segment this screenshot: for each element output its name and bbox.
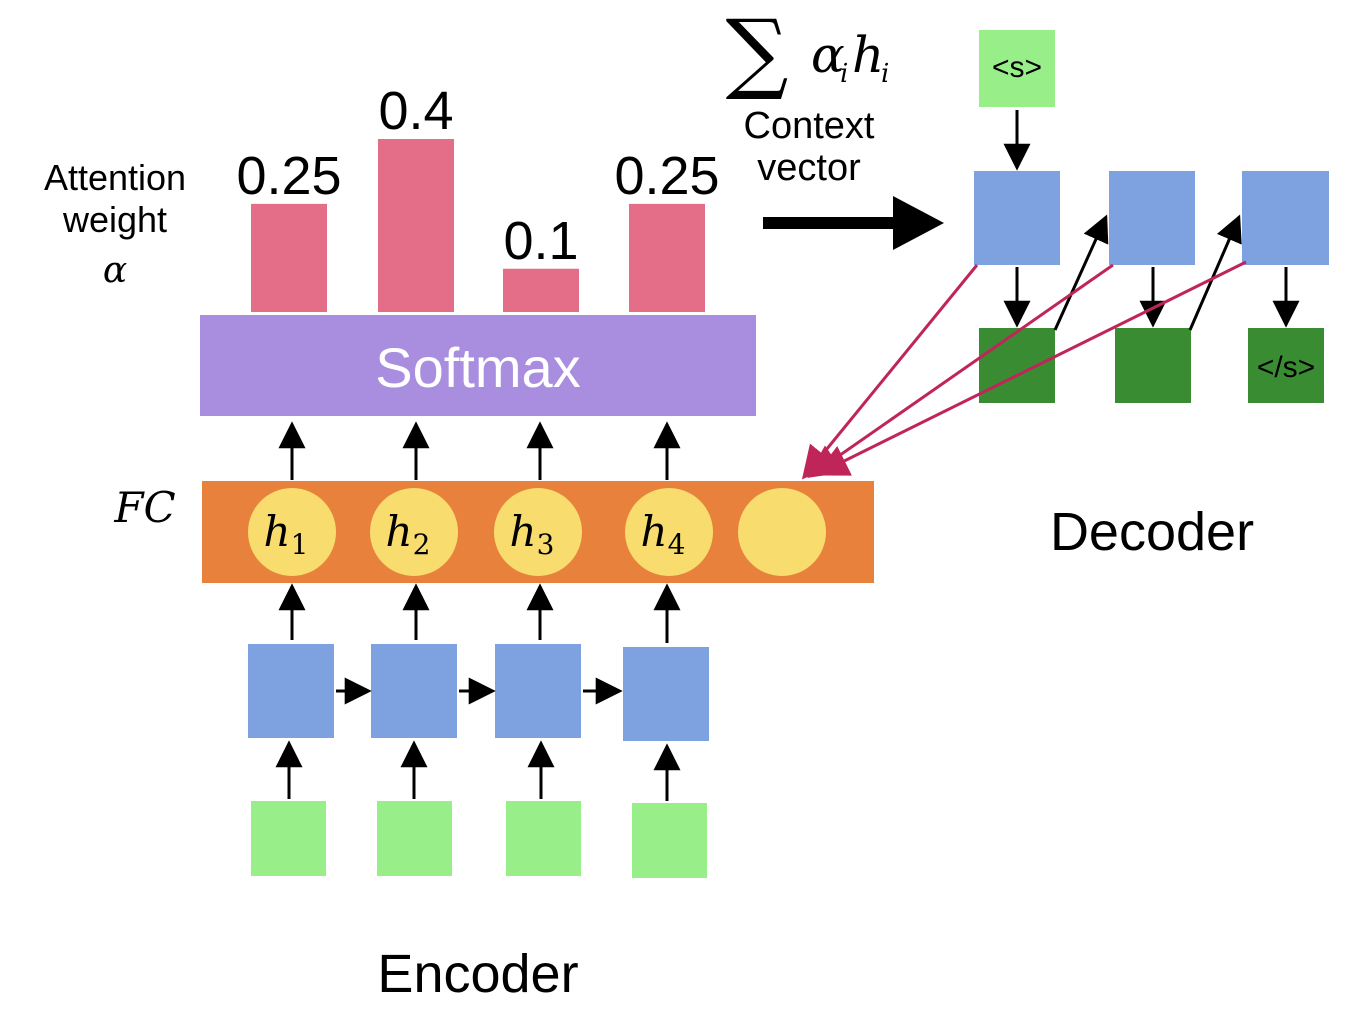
feedback-arrow bbox=[1053, 214, 1109, 331]
alpha-symbol: α bbox=[811, 26, 845, 84]
hidden-state-circle bbox=[738, 488, 826, 576]
h-symbol: h bbox=[852, 26, 884, 84]
decoder-arrows bbox=[1003, 110, 1300, 331]
attention-weight-value: 0.25 bbox=[236, 146, 341, 206]
softmax-label: Softmax bbox=[375, 336, 580, 399]
hidden-state-circle bbox=[248, 488, 336, 576]
sum-symbol: ∑ bbox=[726, 0, 789, 103]
rnn-to-fc-arrows bbox=[278, 583, 681, 643]
decoder-outputs bbox=[979, 328, 1324, 403]
softmax-layer bbox=[200, 315, 756, 416]
attention-label-line2: weight bbox=[62, 199, 167, 240]
hidden-state-label: h1 bbox=[264, 507, 309, 561]
feedback-arrow bbox=[1188, 214, 1242, 331]
decoder-rnn-cells bbox=[974, 171, 1329, 265]
attention-bars: 0.25 0.4 0.1 0.25 bbox=[236, 81, 720, 312]
attention-arrow bbox=[807, 263, 1114, 478]
decoder-title: Decoder bbox=[1050, 502, 1254, 562]
attention-bar bbox=[251, 203, 327, 312]
encoder-title: Encoder bbox=[377, 944, 578, 1004]
decoder-output-token bbox=[1115, 328, 1191, 403]
attention-weight-value: 0.1 bbox=[503, 211, 578, 271]
decoder-start-token-label: <s> bbox=[992, 51, 1042, 84]
attention-query-arrows bbox=[801, 260, 1247, 480]
encoder-input-token bbox=[377, 801, 452, 876]
decoder-start-token bbox=[979, 30, 1055, 107]
encoder-rnn-cell bbox=[371, 644, 457, 738]
hidden-state-circle bbox=[494, 488, 582, 576]
encoder-input-token bbox=[632, 803, 707, 878]
context-to-decoder-arrow bbox=[763, 196, 944, 250]
attention-bar bbox=[629, 203, 705, 312]
context-label-line1: Context bbox=[744, 105, 875, 147]
attention-bar bbox=[378, 139, 454, 312]
decoder-output-token bbox=[979, 328, 1055, 403]
encoder-rnn-cell bbox=[495, 644, 581, 738]
attention-arrow bbox=[815, 260, 1247, 476]
encoder-rnn-cell bbox=[623, 647, 709, 741]
hidden-state-label: h4 bbox=[641, 507, 686, 561]
h-subscript: i bbox=[881, 59, 889, 89]
decoder-output-token bbox=[1248, 328, 1324, 403]
fc-to-softmax-arrows bbox=[278, 421, 681, 480]
attention-weight-label: Attention weight α bbox=[44, 157, 186, 291]
input-to-rnn-arrows bbox=[275, 740, 681, 801]
context-vector-formula: ∑ α i h i Context vector bbox=[726, 0, 890, 189]
attention-weight-value: 0.4 bbox=[378, 81, 453, 141]
context-label-line2: vector bbox=[757, 147, 861, 189]
decoder-rnn-cell bbox=[974, 171, 1060, 265]
encoder-inputs bbox=[251, 801, 707, 878]
fc-label: FC bbox=[113, 483, 175, 532]
attention-alpha-symbol: α bbox=[103, 250, 127, 291]
attention-weight-value: 0.25 bbox=[614, 146, 719, 206]
decoder-rnn-cell bbox=[1242, 171, 1329, 265]
hidden-state-label: h2 bbox=[386, 507, 431, 561]
hidden-state-circle bbox=[370, 488, 458, 576]
decoder-rnn-cell bbox=[1109, 171, 1195, 265]
hidden-state-label: h3 bbox=[510, 507, 555, 561]
encoder-rnn-cells bbox=[248, 644, 709, 741]
alpha-subscript: i bbox=[840, 59, 848, 89]
attention-bar bbox=[503, 268, 579, 312]
attention-arrow bbox=[801, 264, 979, 480]
encoder-input-token bbox=[506, 801, 581, 876]
hidden-state-circle bbox=[625, 488, 713, 576]
encoder-rnn-cell bbox=[248, 644, 334, 738]
hidden-states: h1 h2 h3 h4 bbox=[248, 488, 826, 576]
encoder-input-token bbox=[251, 801, 326, 876]
decoder-end-token-label: </s> bbox=[1257, 351, 1315, 384]
attention-label-line1: Attention bbox=[44, 157, 186, 198]
